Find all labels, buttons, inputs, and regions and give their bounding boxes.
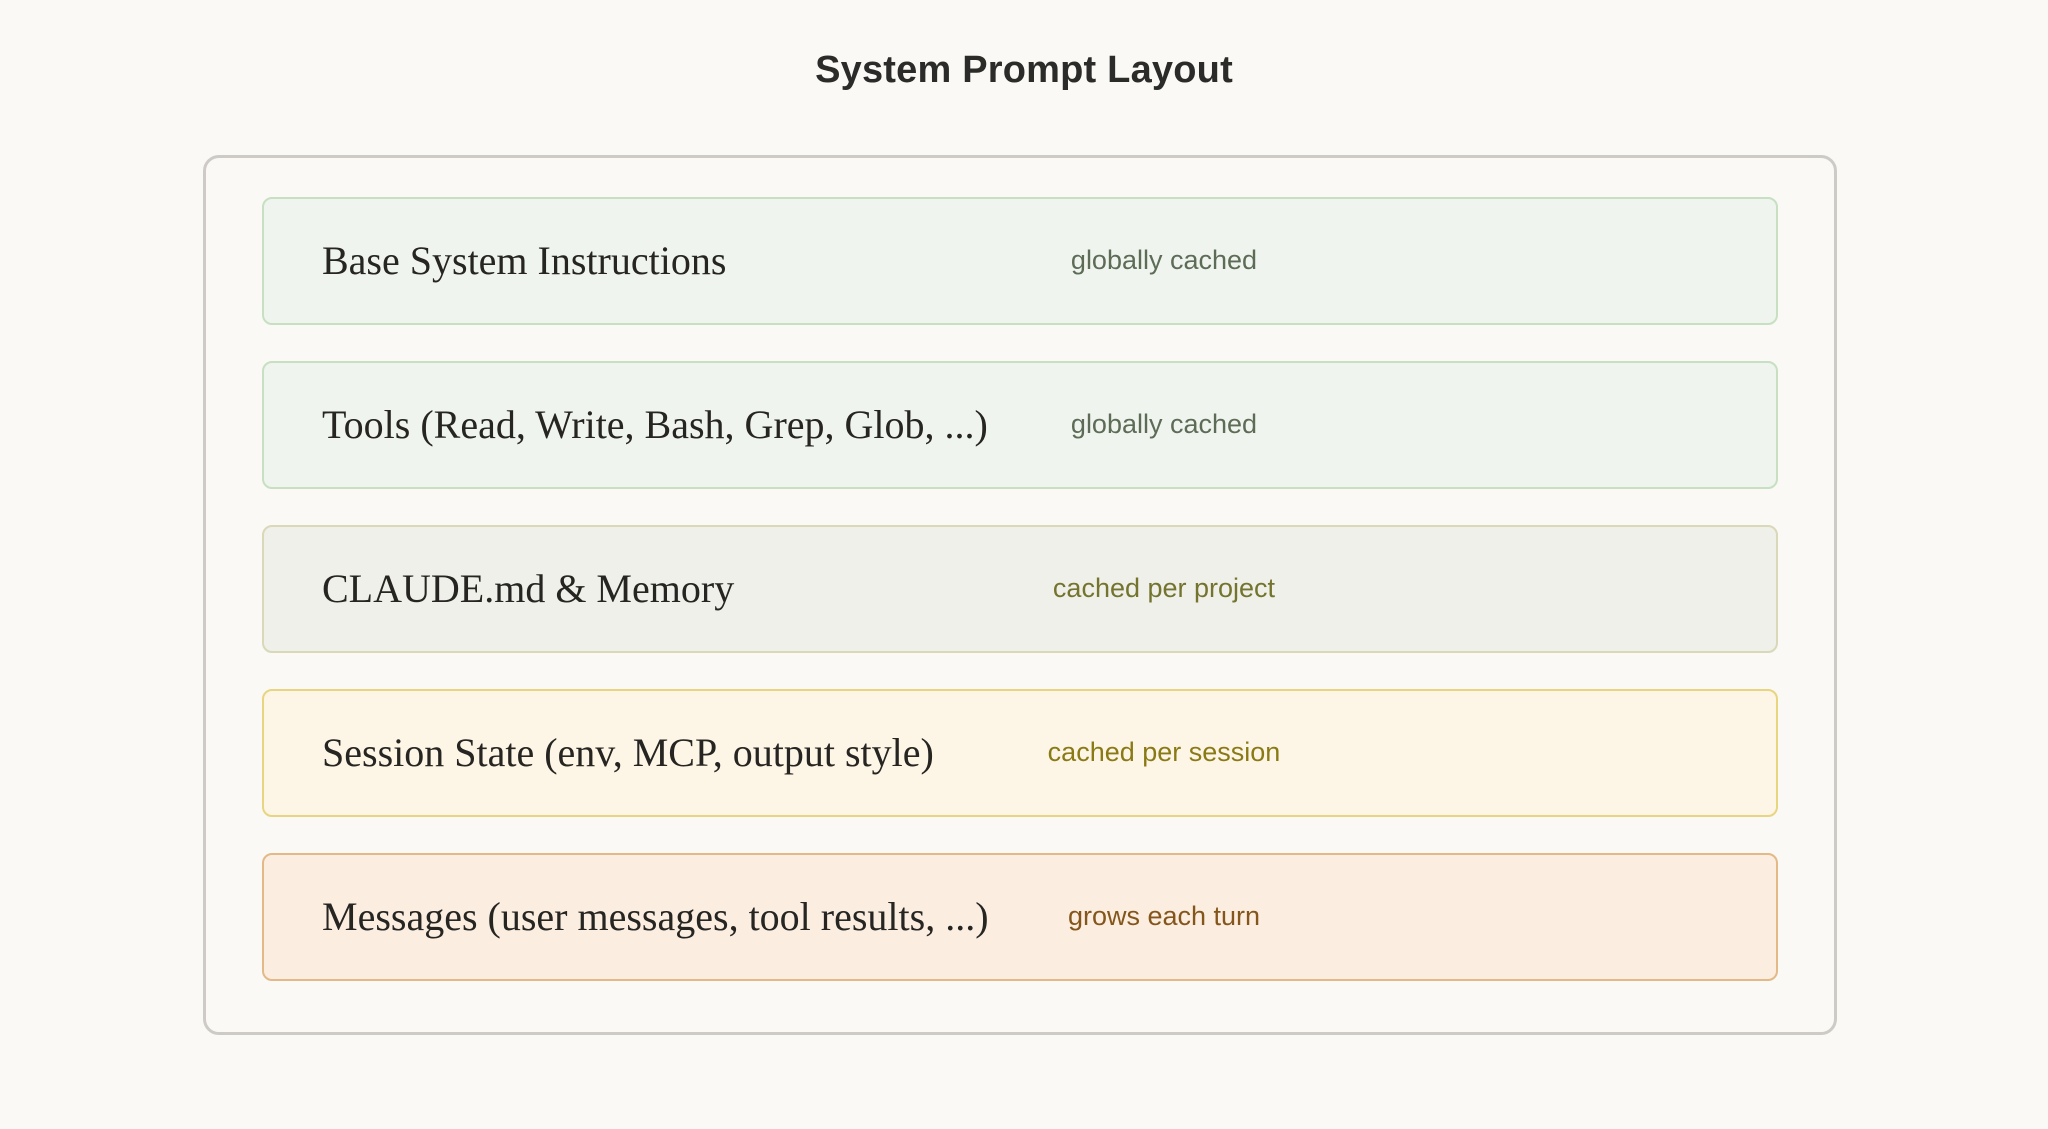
layer-row-session-state: Session State (env, MCP, output style) c…	[262, 689, 1778, 817]
layer-row-messages: Messages (user messages, tool results, .…	[262, 853, 1778, 981]
layer-row-base-system-instructions: Base System Instructions globally cached	[262, 197, 1778, 325]
layer-label: CLAUDE.md & Memory	[322, 566, 735, 611]
layer-row-list: Base System Instructions globally cached…	[262, 197, 1778, 981]
layer-label: Tools (Read, Write, Bash, Grep, Glob, ..…	[322, 402, 988, 447]
layer-label: Base System Instructions	[322, 238, 727, 283]
layer-label: Messages (user messages, tool results, .…	[322, 894, 989, 939]
system-prompt-layout-card: Base System Instructions globally cached…	[203, 155, 1837, 1035]
layer-cache-note: cached per project	[1052, 573, 1276, 604]
layer-row-tools: Tools (Read, Write, Bash, Grep, Glob, ..…	[262, 361, 1778, 489]
layer-cache-note: globally cached	[1070, 245, 1258, 276]
layer-row-claude-md-memory: CLAUDE.md & Memory cached per project	[262, 525, 1778, 653]
layer-cache-note: cached per session	[1047, 737, 1281, 768]
layer-cache-note: grows each turn	[1067, 901, 1261, 932]
page-title: System Prompt Layout	[815, 49, 1233, 91]
layer-cache-note: globally cached	[1070, 409, 1258, 440]
layer-label: Session State (env, MCP, output style)	[322, 730, 934, 775]
